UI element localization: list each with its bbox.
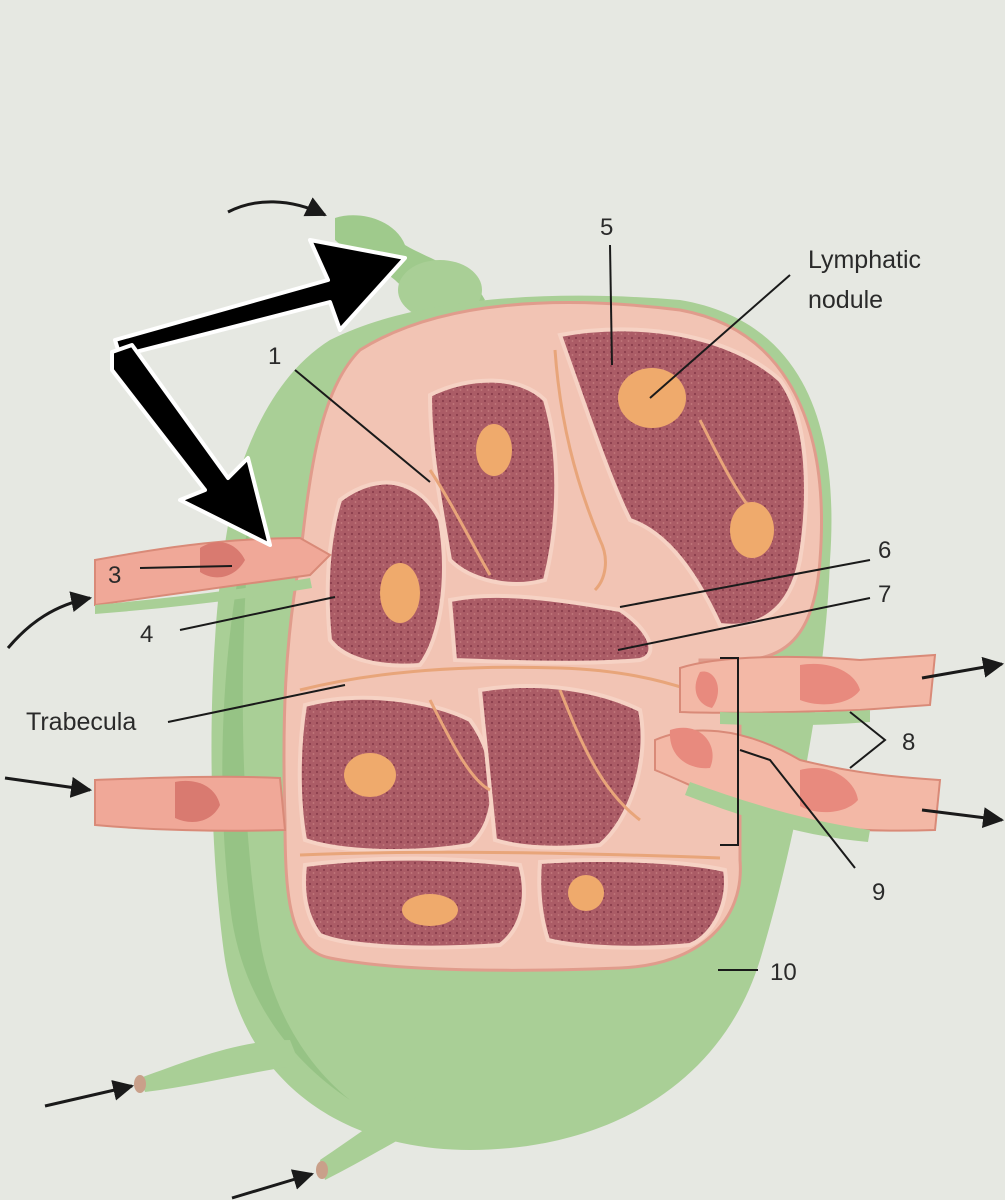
leader-4 bbox=[179, 596, 336, 631]
label-trabecula: Trabecula bbox=[26, 708, 136, 736]
label-10: 10 bbox=[770, 959, 797, 986]
annotation-arrow-horizontal bbox=[113, 238, 407, 358]
label-3: 3 bbox=[108, 562, 121, 589]
afferent-vessel-left-lower bbox=[94, 775, 287, 832]
label-7: 7 bbox=[878, 581, 891, 608]
lower-vessels bbox=[134, 1040, 445, 1180]
label-4: 4 bbox=[140, 621, 153, 648]
flow-arrow-left-upper bbox=[6, 591, 93, 649]
leader-6 bbox=[619, 559, 871, 608]
leader-trabecula bbox=[167, 684, 346, 723]
bracket-9 bbox=[720, 657, 739, 846]
leader-7 bbox=[617, 597, 871, 651]
leader-nodule bbox=[649, 274, 791, 399]
label-6: 6 bbox=[878, 537, 891, 564]
leader-9 bbox=[739, 749, 856, 869]
label-9: 9 bbox=[872, 879, 885, 906]
trabeculae bbox=[299, 349, 762, 860]
leader-3 bbox=[139, 565, 233, 569]
leader-lines bbox=[139, 244, 887, 971]
labels: 1 3 4 5 Lymphatic nodule 6 7 Trabecula 8… bbox=[26, 214, 921, 986]
flow-arrow-bottom-left bbox=[44, 1080, 135, 1108]
afferent-vessel-left-upper bbox=[94, 536, 332, 614]
flow-arrow-bottom bbox=[231, 1169, 315, 1200]
label-lymphatic-nodule-line2: nodule bbox=[808, 286, 883, 314]
annotation-arrows bbox=[110, 238, 407, 547]
annotation-arrow-diagonal bbox=[110, 343, 272, 547]
flow-arrow-right-lower bbox=[921, 807, 1005, 829]
label-8: 8 bbox=[902, 729, 915, 756]
leader-8 bbox=[849, 711, 887, 769]
flow-arrow-left-lower bbox=[4, 776, 93, 798]
leader-1 bbox=[294, 369, 431, 483]
flow-arrow-top bbox=[227, 197, 327, 217]
label-lymphatic-nodule-line1: Lymphatic bbox=[808, 246, 921, 274]
label-5: 5 bbox=[600, 214, 613, 241]
flow-arrows bbox=[4, 197, 1005, 1200]
germinal-centers bbox=[344, 368, 774, 926]
flow-arrow-right-upper bbox=[921, 656, 1005, 680]
leader-5 bbox=[609, 244, 613, 366]
label-1: 1 bbox=[268, 343, 281, 370]
